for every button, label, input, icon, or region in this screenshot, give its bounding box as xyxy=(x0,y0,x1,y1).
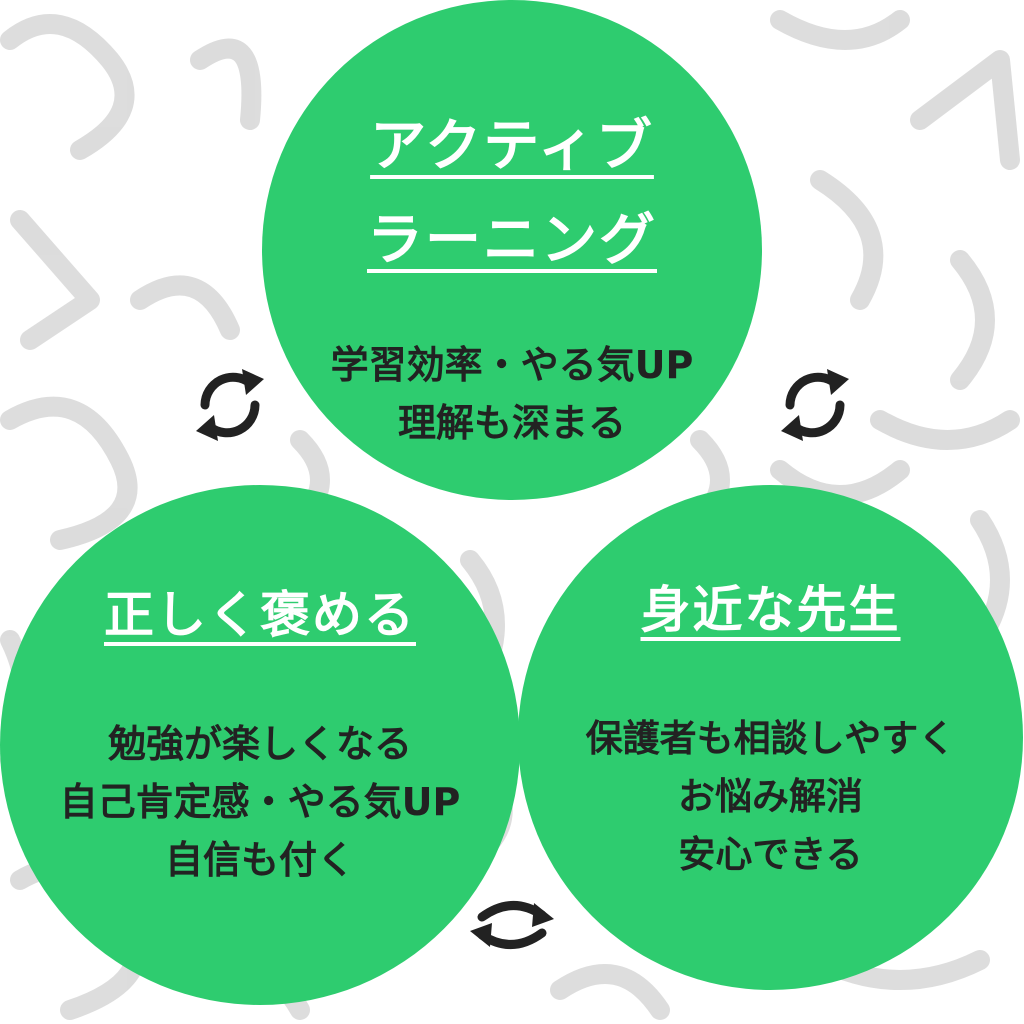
body-line: 自信も付く xyxy=(164,838,355,882)
praise-correctly-title: 正しく褒める xyxy=(104,586,416,644)
praise-correctly-body: 勉強が楽しくなる 自己肯定感・やる気UP 自信も付く xyxy=(60,715,461,889)
body-line: 保護者も相談しやすく xyxy=(585,717,956,760)
body-line: 自己肯定感・やる気UP xyxy=(59,780,461,824)
title-line: アクティブ xyxy=(370,114,654,179)
body-line: 学習効率・やる気UP xyxy=(330,343,694,387)
cycle-arrows-icon xyxy=(470,901,554,949)
body-line: お悩み解消 xyxy=(677,775,863,818)
praise-correctly-circle: 正しく褒める 勉強が楽しくなる 自己肯定感・やる気UP 自信も付く xyxy=(0,485,520,1005)
title-line: ラーニング xyxy=(367,208,657,273)
active-learning-title: アクティブ ラーニング xyxy=(367,100,657,288)
active-learning-body: 学習効率・やる気UP 理解も深まる xyxy=(331,336,694,452)
active-learning-circle: アクティブ ラーニング 学習効率・やる気UP 理解も深まる xyxy=(262,0,762,500)
familiar-teacher-circle: 身近な先生 保護者も相談しやすく お悩み解消 安心できる xyxy=(518,485,1023,990)
familiar-teacher-body: 保護者も相談しやすく お悩み解消 安心できる xyxy=(586,710,956,884)
cycle-arrows-icon xyxy=(196,369,264,441)
body-line: 理解も深まる xyxy=(397,401,626,445)
body-line: 勉強が楽しくなる xyxy=(107,722,412,766)
familiar-teacher-title: 身近な先生 xyxy=(640,581,901,639)
body-line: 安心できる xyxy=(678,833,863,876)
cycle-arrows-icon xyxy=(781,369,849,441)
